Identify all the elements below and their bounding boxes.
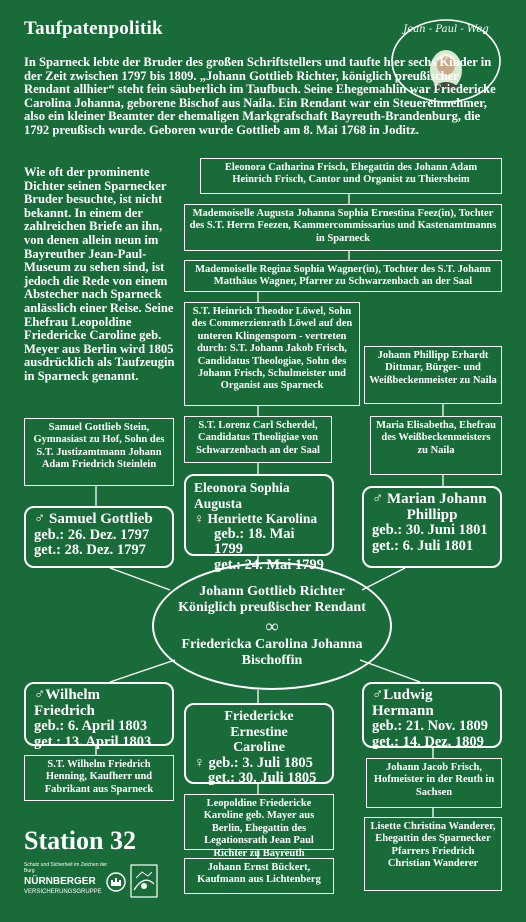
godparent-stein: Samuel Gottlieb Stein, Gymnasiast zu Hof… (24, 418, 174, 486)
child-eleonora: Eleonora Sophia Augusta ♀ Henriette Karo… (184, 474, 334, 572)
child-name: Eleonora Sophia Augusta (194, 480, 290, 511)
child-name-2: ♀ Henriette Karolina (194, 511, 318, 526)
child-born: geb.: 30. Juni 1801 (372, 522, 488, 538)
sponsor-brand: NÜRNBERGER (24, 876, 96, 887)
mother-name: Friedericka Carolina Johanna (181, 637, 363, 652)
child-born: geb.: 26. Dez. 1797 (34, 526, 150, 543)
child-name-2: Caroline (233, 740, 285, 755)
godparent-eleonora: Eleonora Catharina Frisch, Ehegattin des… (200, 158, 502, 194)
jean-paul-portrait-icon (391, 19, 501, 103)
child-ludwig: ♂Ludwig Hermann geb.: 21. Nov. 1809 get.… (362, 682, 502, 750)
godparent-regina: Mademoiselle Regina Sophia Wagner(in), T… (184, 260, 502, 292)
godparent-jacob: Johann Jacob Frisch, Hofmeister in der R… (366, 758, 502, 808)
sponsor-subtitle: VERSICHERUNGSGRUPPE (24, 889, 102, 895)
child-name: ♂ Marian Johann (372, 491, 487, 507)
child-name: ♂Wilhelm Friedrich (34, 687, 100, 719)
parents-oval: Johann Gottlieb Richter Königlich preußi… (152, 562, 392, 690)
child-wilhelm: ♂Wilhelm Friedrich geb.: 6. April 1803 g… (24, 682, 174, 749)
child-samuel: ♂ Samuel Gottlieb geb.: 26. Dez. 1797 ge… (24, 506, 174, 568)
logo-text: Jean - Paul - Weg (403, 24, 489, 35)
mother-name-2: Bischoffin (241, 652, 303, 668)
nuernberger-castle-icon (106, 872, 126, 892)
godparent-augusta: Mademoiselle Augusta Johanna Sophia Erne… (184, 204, 502, 251)
godparent-dittmar: Johann Phillipp Erhardt Dittmar, Bürger-… (364, 346, 502, 404)
child-died: get.: 14. Dez. 1809 (372, 733, 484, 750)
godparent-lisette: Lisette Christina Wanderer, Ehegattin de… (364, 817, 502, 891)
child-name: Friedericke Ernestine (224, 709, 294, 740)
sponsor-tagline: Schutz und Sicherheit im Zeichen der Bur… (24, 862, 108, 874)
child-died: get.: 6. Juli 1801 (372, 537, 474, 554)
child-friedericke: Friedericke Ernestine Caroline ♀ geb.: 3… (184, 703, 334, 786)
side-text: Wie oft der prominente Dichter seinen Sp… (24, 165, 175, 383)
father-title: Königlich preußischer Rendant (178, 599, 366, 615)
child-name-2: Phillipp (406, 506, 458, 523)
station-number: Station 32 (24, 826, 136, 855)
child-died: get.: 28. Dez. 1797 (34, 542, 146, 558)
godparent-maria: Maria Elisabetha, Ehefrau des Weißbecken… (370, 416, 502, 475)
child-marian: ♂ Marian Johann Phillipp geb.: 30. Juni … (362, 486, 502, 568)
child-name: ♂ Samuel Gottlieb (34, 511, 153, 527)
hiking-emblem-icon (130, 864, 158, 898)
father-name: Johann Gottlieb Richter (199, 584, 345, 599)
child-died: get.: 13. April 1803 (34, 733, 152, 750)
child-died: get.: 30. Juli 1805 (208, 770, 317, 786)
godparent-leopoldine: Leopoldine Friedericke Karoline geb. May… (184, 794, 334, 859)
child-name: ♂Ludwig Hermann (372, 687, 434, 719)
jean-paul-weg-logo: Jean - Paul - Weg (390, 18, 502, 104)
child-born: geb.: 3. Juli 1805 (208, 754, 313, 771)
godparent-loewel: S.T. Heinrich Theodor Löwel, Sohn des Co… (184, 302, 360, 406)
godparent-bueckert: Johann Ernst Bückert, Kaufmann aus Licht… (184, 858, 334, 894)
female-symbol: ♀ (194, 754, 205, 771)
godparent-scherdel: S.T. Lorenz Carl Scherdel, Candidatus Th… (184, 416, 332, 463)
marriage-symbol: ∞ (265, 616, 279, 636)
godparent-henning: S.T. Wilhelm Friedrich Henning, Kaufherr… (24, 755, 174, 801)
child-born: geb.: 6. April 1803 (34, 718, 148, 734)
child-born: geb.: 21. Nov. 1809 (372, 718, 488, 734)
child-born: geb.: 18. Mai 1799 (214, 525, 295, 557)
page-title: Taufpatenpolitik (24, 18, 163, 39)
intro-text: In Sparneck lebte der Bruder des großen … (24, 55, 496, 137)
